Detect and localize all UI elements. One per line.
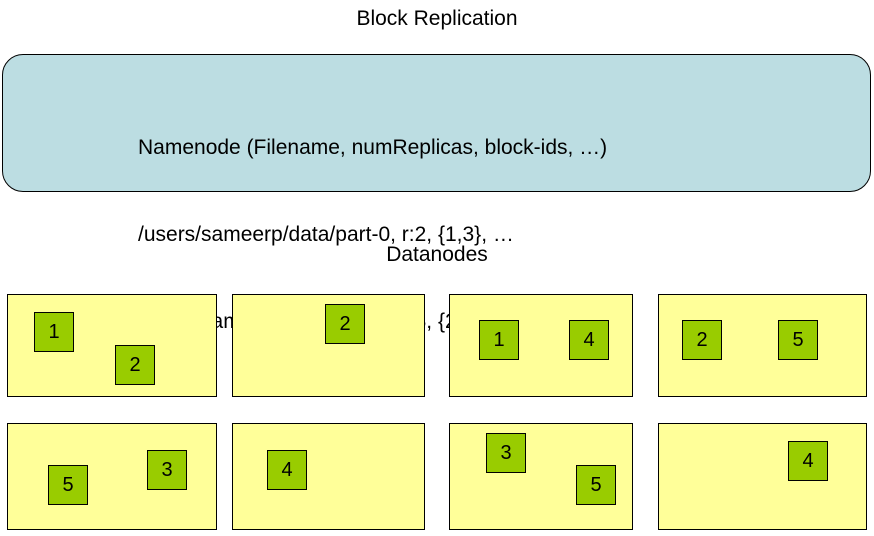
namenode-box: Namenode (Filename, numReplicas, block-i… xyxy=(2,54,871,333)
dn7-block-5: 5 xyxy=(576,465,616,505)
diagram-title: Block Replication xyxy=(356,7,518,30)
datanode-2: 2 xyxy=(232,294,425,397)
datanode-7: 3 5 xyxy=(449,423,633,530)
dn4-block-5: 5 xyxy=(778,320,818,360)
dn1-block-2: 2 xyxy=(115,345,155,385)
dn5-block-3: 3 xyxy=(147,450,187,490)
datanode-3: 1 4 xyxy=(449,294,633,397)
dn1-block-1: 1 xyxy=(34,312,74,352)
dn7-block-3: 3 xyxy=(486,433,526,473)
namenode-header-line: Namenode (Filename, numReplicas, block-i… xyxy=(138,136,608,159)
dn8-block-4: 4 xyxy=(788,441,828,481)
datanode-5: 5 3 xyxy=(7,423,217,530)
datanode-4: 2 5 xyxy=(658,294,867,397)
namenode-file-entry-part-0: /users/sameerp/data/part-0, r:2, {1,3}, … xyxy=(138,223,514,246)
dn2-block-2: 2 xyxy=(325,304,365,344)
dn6-block-4: 4 xyxy=(267,450,307,490)
dn5-block-5: 5 xyxy=(48,465,88,505)
datanodes-heading: Datanodes xyxy=(386,243,488,266)
datanode-6: 4 xyxy=(232,423,425,530)
datanode-8: 4 xyxy=(658,423,867,530)
dn4-block-2: 2 xyxy=(682,320,722,360)
dn3-block-1: 1 xyxy=(479,320,519,360)
dn3-block-4: 4 xyxy=(569,320,609,360)
datanode-1: 1 2 xyxy=(7,294,217,397)
